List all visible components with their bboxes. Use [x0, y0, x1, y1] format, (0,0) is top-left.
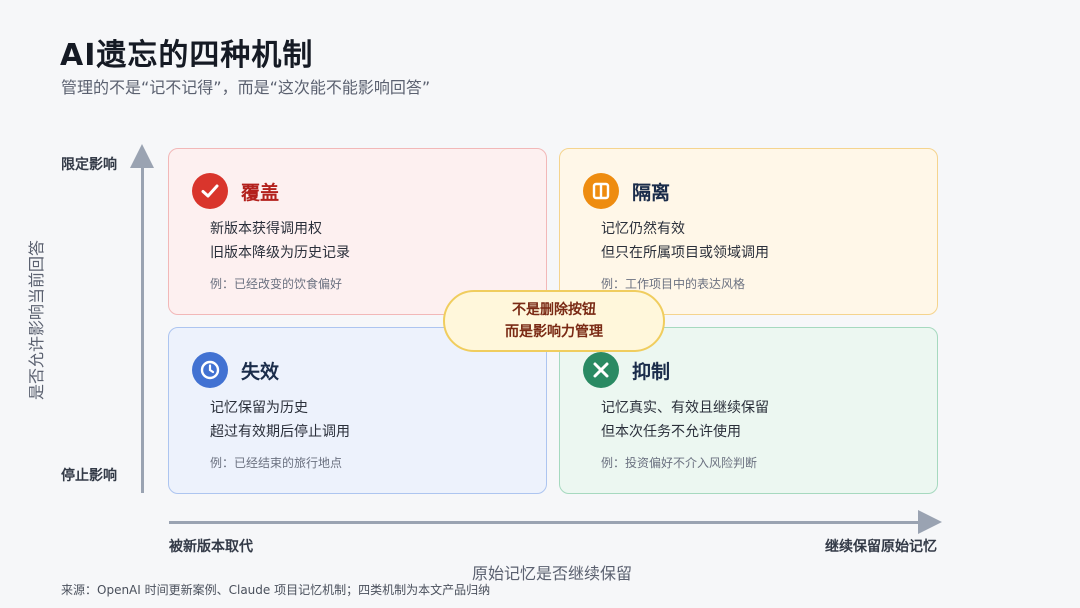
center-badge: 不是删除按钮 而是影响力管理 [443, 290, 665, 352]
quadrant-example: 例：已经结束的旅行地点 [210, 456, 343, 470]
quadrant-example: 例：投资偏好不介入风险判断 [601, 456, 758, 470]
quadrant-isolation: 隔离 记忆仍然有效 但只在所属项目或领域调用 例：工作项目中的表达风格 [559, 148, 938, 315]
pause-icon [583, 173, 619, 209]
x-axis-line [169, 521, 921, 524]
quadrant-suppression: 抑制 记忆真实、有效且继续保留 但本次任务不允许使用 例：投资偏好不介入风险判断 [559, 327, 938, 494]
quadrant-title: 隔离 [632, 182, 671, 204]
source-note: 来源：OpenAI 时间更新案例、Claude 项目记忆机制；四类机制为本文产品… [61, 583, 491, 597]
quadrant-title: 失效 [241, 361, 280, 383]
y-axis-arrow-icon [130, 144, 154, 168]
quadrant-line: 记忆真实、有效且继续保留 [601, 400, 769, 416]
check-icon [192, 173, 228, 209]
center-badge-line: 不是删除按钮 [512, 302, 596, 318]
quadrant-line: 新版本获得调用权 [210, 221, 322, 237]
x-axis-left-label: 被新版本取代 [169, 539, 253, 555]
quadrant-line: 旧版本降级为历史记录 [210, 245, 350, 261]
quadrant-title: 抑制 [632, 361, 671, 383]
center-badge-line: 而是影响力管理 [505, 324, 603, 340]
quadrant-override: 覆盖 新版本获得调用权 旧版本降级为历史记录 例：已经改变的饮食偏好 [168, 148, 547, 315]
page-subtitle: 管理的不是“记不记得”，而是“这次能不能影响回答” [61, 78, 431, 97]
quadrant-title: 覆盖 [241, 182, 280, 204]
x-axis-title: 原始记忆是否继续保留 [472, 564, 633, 583]
quadrant-example: 例：工作项目中的表达风格 [601, 277, 746, 291]
x-icon [583, 352, 619, 388]
y-axis-line [141, 166, 144, 493]
y-axis-bottom-label: 停止影响 [61, 468, 117, 484]
clock-icon [192, 352, 228, 388]
quadrant-line: 记忆保留为历史 [210, 400, 308, 416]
x-axis-right-label: 继续保留原始记忆 [825, 539, 937, 555]
x-axis-arrow-icon [918, 510, 942, 534]
page-title: AI遗忘的四种机制 [60, 38, 314, 73]
quadrant-line: 但只在所属项目或领域调用 [601, 245, 769, 261]
y-axis-title: 是否允许影响当前回答 [27, 239, 46, 401]
quadrant-expiry: 失效 记忆保留为历史 超过有效期后停止调用 例：已经结束的旅行地点 [168, 327, 547, 494]
y-axis-top-label: 限定影响 [61, 157, 117, 173]
quadrant-line: 超过有效期后停止调用 [210, 424, 350, 440]
quadrant-example: 例：已经改变的饮食偏好 [210, 277, 343, 291]
quadrant-line: 但本次任务不允许使用 [601, 424, 741, 440]
quadrant-line: 记忆仍然有效 [601, 221, 685, 237]
